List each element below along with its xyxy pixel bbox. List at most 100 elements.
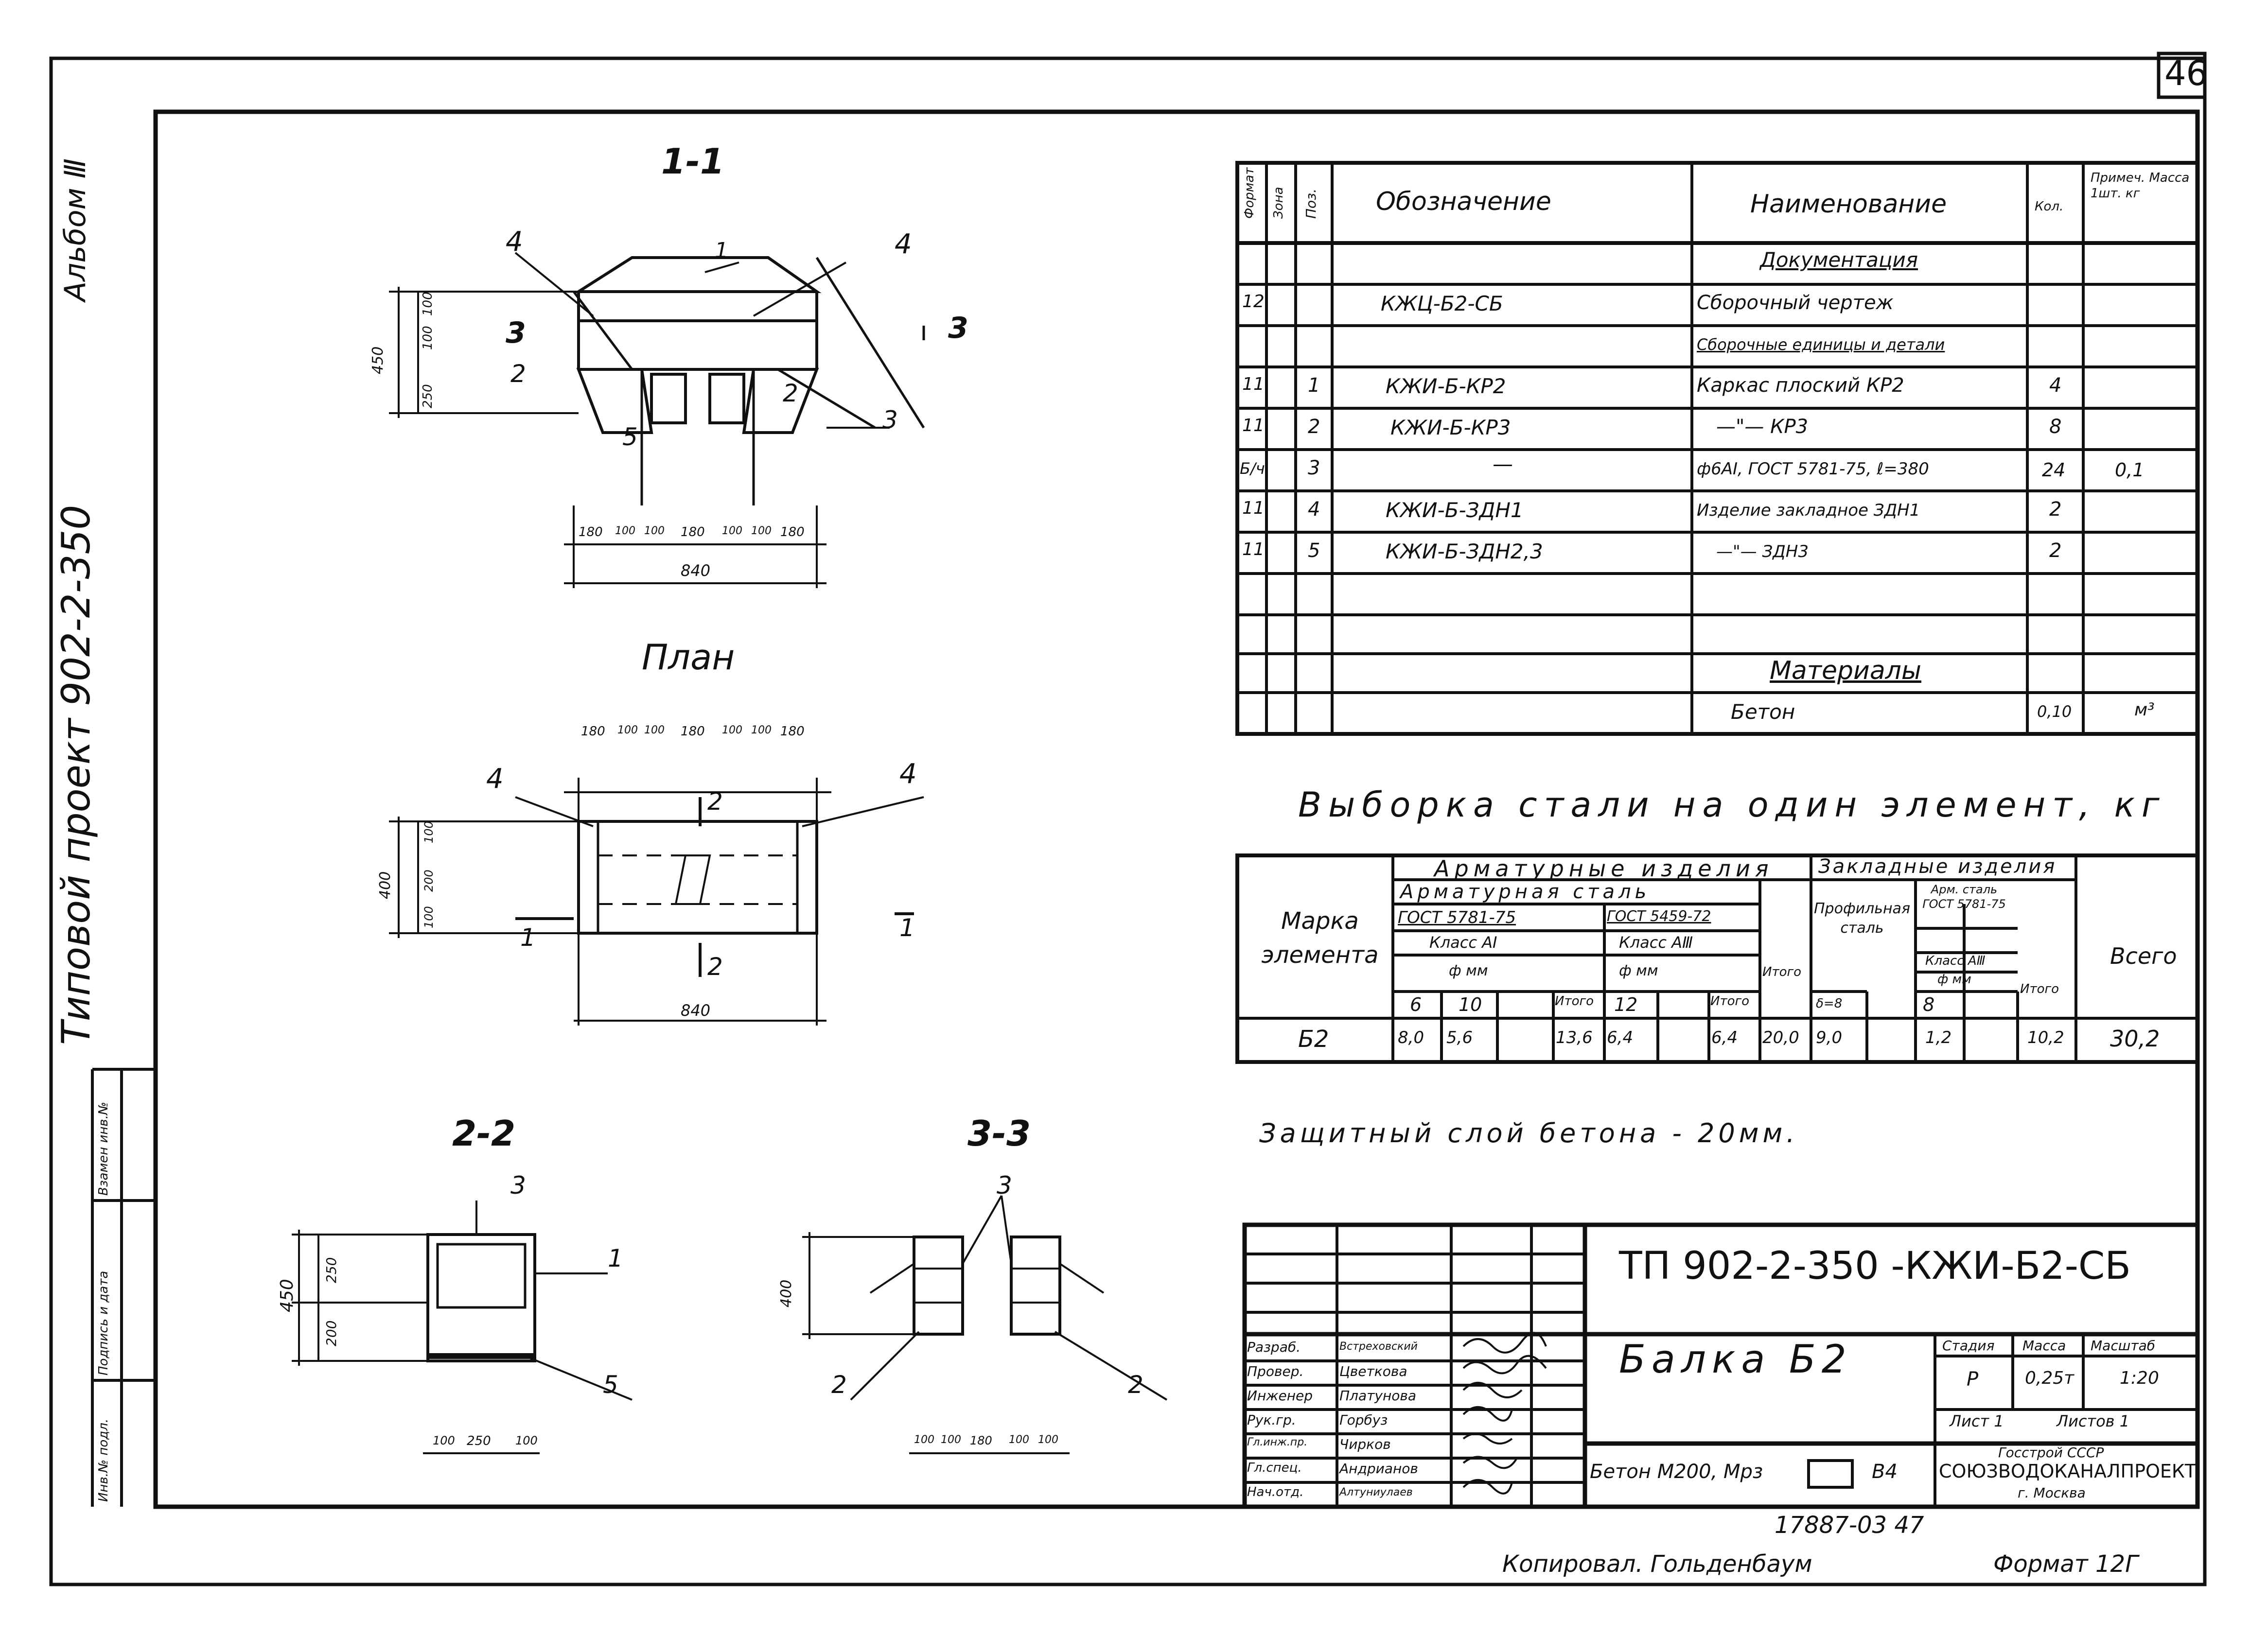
plan-dim-top-1: 100 — [617, 724, 638, 736]
s11-dim-b-4: 100 — [722, 525, 742, 537]
steel-h-arm-steel: Арматурная сталь — [1400, 881, 1651, 903]
title-org2: СОЮЗВОДОКАНАЛПРОЕКТ — [1939, 1461, 2197, 1482]
steel-h-itogo-2: Итого — [1710, 994, 1750, 1009]
steel-h-gost2: ГОСТ 5459-72 — [1607, 908, 1711, 925]
s22-dim-left-1: 200 — [323, 1320, 339, 1346]
inner-frame — [153, 109, 2200, 1509]
steel-row-i3: 20,0 — [1762, 1028, 1799, 1047]
plan-dim-top-5: 100 — [751, 724, 772, 736]
spec-row-3-designation: КЖИ-Б-КР2 — [1386, 374, 1506, 398]
spec-row-4-name: —"— КР3 — [1716, 416, 1809, 438]
spec-row-5-pos: 3 — [1308, 457, 1320, 479]
spec-row-7-pos: 5 — [1308, 540, 1320, 562]
spec-row-10-name: Материалы — [1770, 656, 1921, 685]
signer-name-5: Андрианов — [1339, 1461, 1418, 1477]
s33-dim-height: 400 — [778, 1279, 795, 1307]
stamp-replace: Взамен инв.№ — [96, 1102, 111, 1196]
signer-role-3: Рук.гр. — [1247, 1412, 1296, 1428]
s22-dim-left-0: 250 — [323, 1257, 339, 1283]
steel-h-vsego: Всего — [2110, 943, 2177, 969]
spec-row-1-format: 12 — [1242, 292, 1265, 312]
plan-dim-total: 840 — [681, 1001, 711, 1020]
spec-row-2-name: Сборочные единицы и детали — [1697, 335, 1945, 354]
s22-dim-height: 450 — [277, 1279, 297, 1312]
plan-label-1-left: 1 — [520, 923, 536, 952]
spec-row-3-pos: 1 — [1308, 374, 1320, 397]
title-material: Бетон М200, Мрз — [1590, 1461, 1763, 1483]
s11-dim-b-5: 100 — [751, 525, 772, 537]
s11-dim-b-2: 100 — [644, 525, 665, 537]
title-material-extra: В4 — [1872, 1461, 1898, 1483]
title-mass-h: Масса — [2022, 1338, 2066, 1354]
section-3-3-drawing — [802, 1195, 1168, 1454]
s22-label-1: 1 — [608, 1244, 623, 1272]
signer-name-1: Цветкова — [1339, 1363, 1407, 1379]
signer-role-6: Нач.отд. — [1247, 1485, 1304, 1499]
spec-row-7-name: —"— ЗДН3 — [1716, 542, 1809, 561]
section-1-1-title: 1-1 — [661, 141, 725, 182]
steel-h-class1: Класс AI — [1429, 933, 1497, 952]
steel-d-10: 10 — [1459, 994, 1482, 1015]
signer-name-2: Платунова — [1339, 1388, 1417, 1404]
signer-name-0: Встреховский — [1339, 1340, 1418, 1353]
s11-label-5: 5 — [622, 423, 638, 451]
spec-row-7-format: 11 — [1242, 540, 1265, 559]
s33-dim-b-0: 100 — [914, 1434, 934, 1446]
signer-role-4: Гл.инж.пр. — [1247, 1436, 1308, 1448]
steel-d-8: 8 — [1923, 994, 1935, 1015]
steel-row-i1: 13,6 — [1556, 1028, 1593, 1047]
spec-row-6-name: Изделие закладное ЗДН1 — [1697, 501, 1920, 520]
spec-h-pos: Поз. — [1303, 189, 1319, 219]
s33-dim-b-3: 100 — [1009, 1434, 1029, 1446]
steel-row-marka: Б2 — [1298, 1026, 1329, 1053]
spec-h-qty: Кол. — [2035, 199, 2064, 214]
spec-row-6-qty: 2 — [2049, 498, 2062, 521]
signer-role-1: Провер. — [1247, 1363, 1304, 1379]
signer-role-0: Разраб. — [1247, 1339, 1301, 1355]
steel-h-fmm-2: ф мм — [1619, 962, 1658, 979]
s11-dim-b-1: 100 — [615, 525, 635, 537]
steel-row-total: 30,2 — [2110, 1026, 2160, 1052]
spec-row-7-designation: КЖИ-Б-ЗДН2,3 — [1386, 540, 1543, 563]
signer-name-3: Горбуз — [1339, 1412, 1388, 1428]
spec-row-3-qty: 4 — [2049, 374, 2062, 397]
plan-dim-top-0: 180 — [581, 724, 605, 739]
s11-dim-left-2: 250 — [421, 384, 435, 408]
sheet-number-box — [2157, 52, 2207, 99]
plan-label-1-right: 1 — [899, 914, 915, 942]
s22-label-3: 3 — [510, 1171, 526, 1200]
steel-h-profile: Профильная сталь — [1813, 900, 1910, 937]
spec-h-name: Наименование — [1750, 190, 1947, 219]
spec-row-11-note: м³ — [2134, 700, 2155, 720]
title-sheets: Листов 1 — [2057, 1412, 2130, 1430]
s11-label-3-left: 3 — [506, 316, 526, 350]
s33-label-2-left: 2 — [831, 1371, 847, 1399]
spec-row-5-name: ф6AI, ГОСТ 5781-75, ℓ=380 — [1697, 459, 1929, 479]
steel-h-zakl: Закладные изделия — [1818, 855, 2057, 878]
s22-dim-b-0: 100 — [433, 1434, 455, 1447]
steel-h-itogo-3: Итого — [1762, 965, 1802, 979]
title-stage-h: Стадия — [1942, 1338, 1995, 1354]
s33-dim-b-2: 180 — [970, 1434, 992, 1447]
steel-h-itogo-4: Итого — [2020, 982, 2059, 996]
s11-dim-b-6: 180 — [780, 525, 805, 540]
s11-dim-left-0: 100 — [421, 292, 435, 316]
s11-label-2-left: 2 — [510, 360, 526, 388]
sheet-number: 46 — [2164, 53, 2208, 93]
steel-row-a8: 1,2 — [1925, 1028, 1952, 1047]
steel-h-itogo-1: Итого — [1555, 994, 1594, 1009]
steel-h-arm: Арматурные изделия — [1434, 855, 1774, 882]
spec-row-0-name: Документация — [1760, 248, 1918, 272]
plan-dim-top-6: 180 — [780, 724, 805, 739]
spec-h-designation: Обозначение — [1376, 187, 1551, 216]
steel-h-gost1: ГОСТ 5781-75 — [1398, 908, 1516, 927]
s11-label-1: 1 — [715, 238, 728, 263]
title-name: Балка Б2 — [1619, 1337, 1852, 1382]
s11-dim-height: 450 — [369, 346, 387, 374]
s33-dim-b-4: 100 — [1038, 1434, 1058, 1446]
steel-h-class3: Класс AⅢ — [1925, 954, 1986, 968]
title-code: ТП 902-2-350 -КЖИ-Б2-СБ — [1619, 1244, 2131, 1288]
plan-dim-top-4: 100 — [722, 724, 742, 736]
s11-dim-b-3: 180 — [681, 525, 705, 540]
